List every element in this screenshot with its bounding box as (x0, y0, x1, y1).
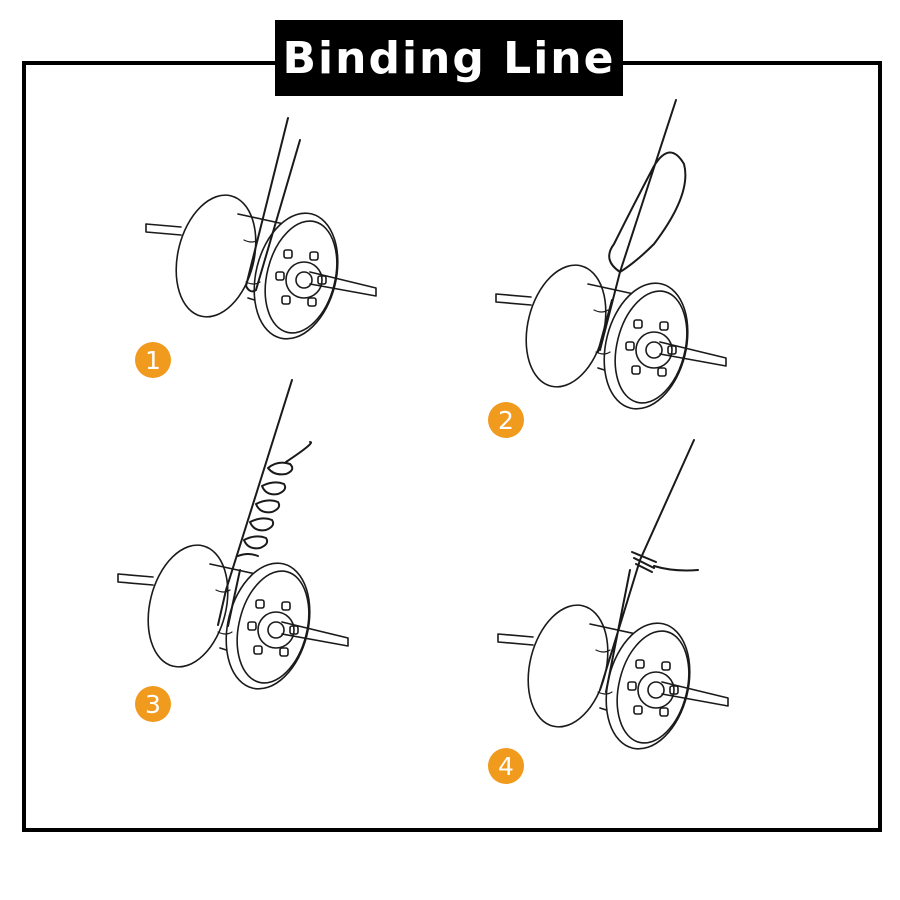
step-1-badge: 1 (135, 342, 171, 378)
step-4-illustration (497, 439, 729, 759)
title-banner: Binding Line (275, 20, 623, 96)
step-1-illustration (145, 117, 377, 349)
step-4-badge: 4 (488, 748, 524, 784)
step-2-illustration (495, 99, 727, 419)
step-2-badge: 2 (488, 402, 524, 438)
page-title: Binding Line (282, 32, 616, 84)
step-3-badge: 3 (135, 686, 171, 722)
step-3-illustration (117, 379, 349, 699)
